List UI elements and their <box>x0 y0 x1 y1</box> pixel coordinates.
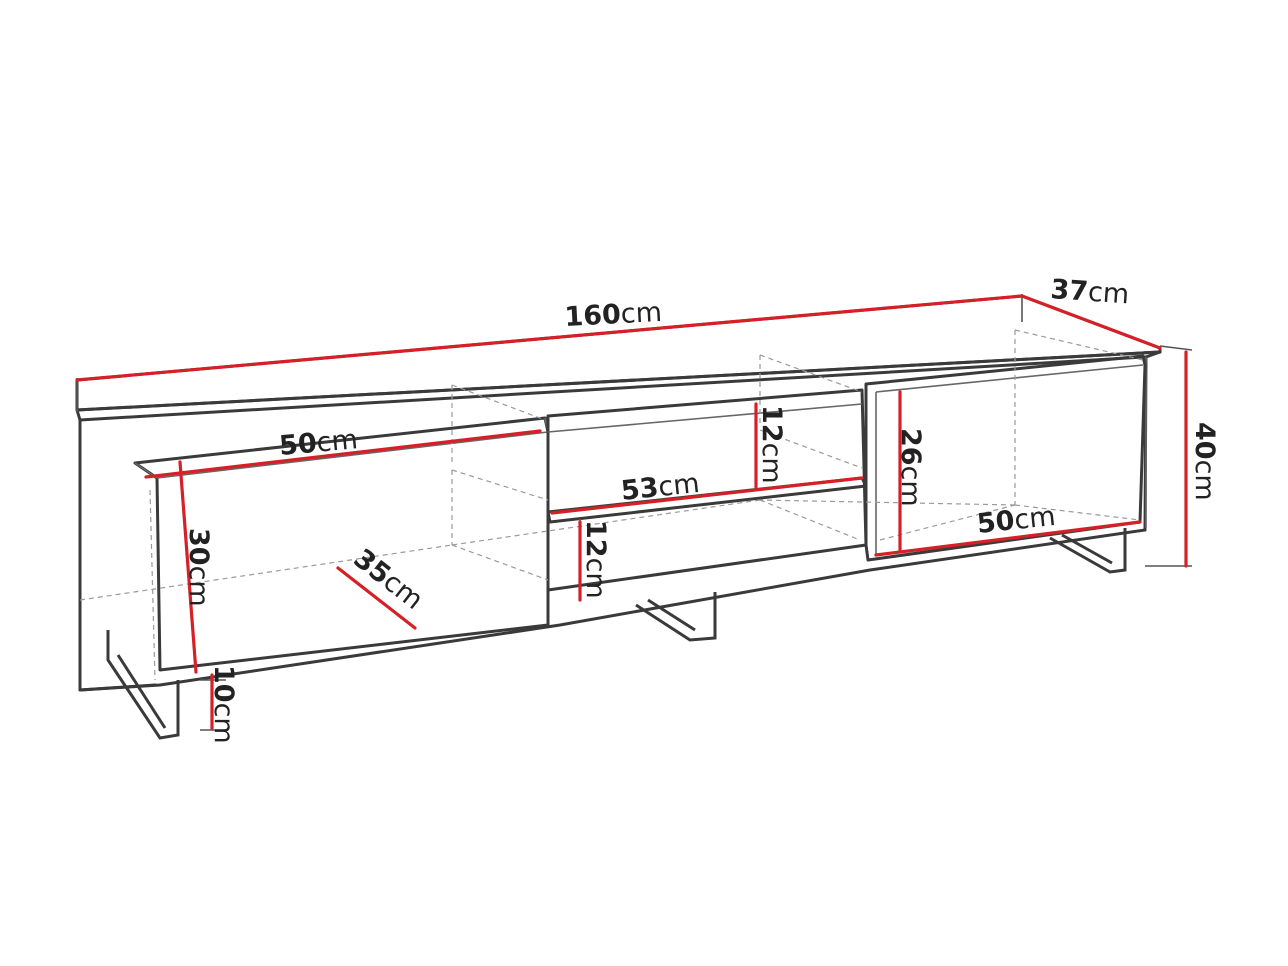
dim-line-center-width <box>550 476 864 515</box>
center-middle-shelf <box>546 476 868 524</box>
dimension-lines <box>75 294 1188 730</box>
label-center-upper: 12cm <box>756 405 787 484</box>
dim-line-left-depth <box>336 566 417 630</box>
leg-right <box>1049 528 1127 574</box>
left-door-top-inner <box>156 431 549 479</box>
extension-lines <box>76 294 1193 731</box>
leg-center-inner <box>647 598 696 632</box>
leg-left-inner <box>116 654 167 729</box>
left-door <box>133 416 550 672</box>
leg-center <box>635 592 717 642</box>
body-front <box>75 408 157 692</box>
label-left-height: 30cm <box>183 528 214 607</box>
legs <box>106 528 1127 740</box>
label-center-lower: 12cm <box>580 520 611 599</box>
dim-line-total-width <box>75 294 1024 382</box>
label-depth: 37cm <box>1050 274 1131 310</box>
dim-line-depth <box>1020 294 1162 350</box>
right-door-top-inner <box>875 364 1144 393</box>
label-right-width: 50cm <box>975 501 1057 540</box>
label-left-width: 50cm <box>278 424 359 462</box>
leg-left <box>106 630 180 740</box>
label-center-width: 53cm <box>619 468 701 507</box>
center-top-inner <box>547 403 863 433</box>
center-opening <box>546 388 868 592</box>
cabinet-outline <box>75 294 1162 692</box>
top-front-edge <box>75 350 1162 412</box>
body-top-inner-edge <box>78 355 1147 422</box>
dim-line-left-height <box>178 460 198 674</box>
label-left-depth: 35cm <box>348 543 429 616</box>
dimension-labels: 160cm 37cm 40cm 50cm 30cm 35cm 10cm 53cm… <box>183 274 1220 744</box>
body-right-end <box>1143 350 1162 532</box>
label-leg-height: 10cm <box>208 665 239 744</box>
dim-line-left-width <box>144 429 542 479</box>
body-bottom <box>78 528 1147 692</box>
label-right-height: 26cm <box>895 428 926 507</box>
dim-line-right-width <box>874 520 1142 557</box>
hidden-lines <box>79 329 1144 681</box>
leg-right-inner <box>1061 533 1113 565</box>
label-total-height: 40cm <box>1189 422 1220 501</box>
label-total-width: 160cm <box>564 297 663 333</box>
